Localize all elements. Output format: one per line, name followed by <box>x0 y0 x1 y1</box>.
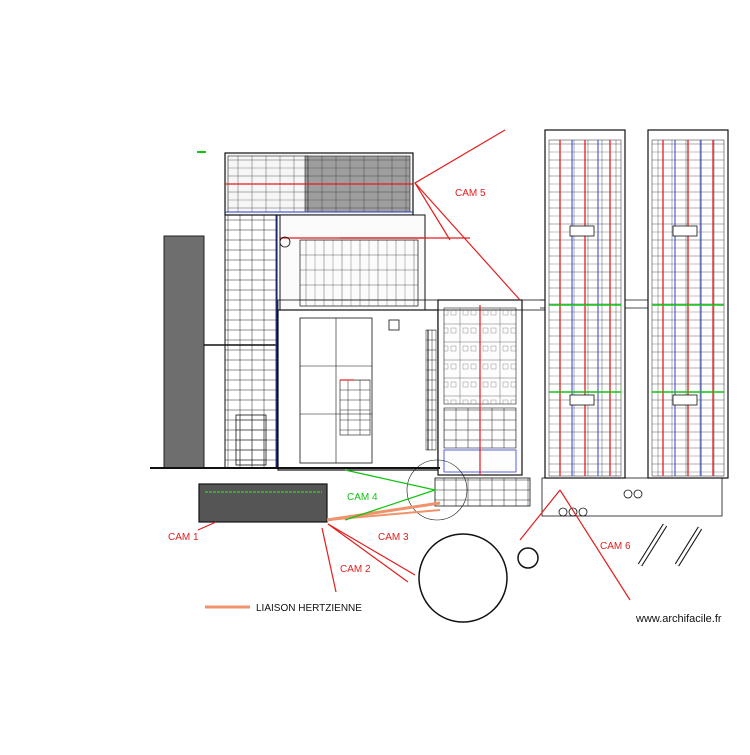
building-left-bays <box>204 214 280 469</box>
camera-lines <box>197 129 631 601</box>
cam2-line <box>321 527 337 593</box>
equipment-circles <box>558 489 643 517</box>
silo-pipes <box>637 523 703 567</box>
cam2-label: CAM 2 <box>340 564 371 575</box>
annex-building <box>198 483 328 523</box>
small-tank <box>517 547 539 569</box>
connecting-bands <box>150 299 723 517</box>
warehouse-tower-left <box>544 129 626 479</box>
cam6-line-b <box>519 489 561 541</box>
cam4-line <box>344 469 438 521</box>
cam6-label: CAM 6 <box>600 541 631 552</box>
thin-circle <box>406 459 468 521</box>
cam5-label: CAM 5 <box>455 188 486 199</box>
building-lower-hall <box>277 309 439 471</box>
cam3-label: CAM 3 <box>378 532 409 543</box>
warehouse-tower-right <box>647 129 729 479</box>
hertzian-links <box>205 501 441 609</box>
cam5-line-b <box>414 182 521 301</box>
building-top-block <box>197 151 414 216</box>
large-tank <box>418 533 508 623</box>
cam6-line <box>559 489 631 601</box>
building-technical-block <box>425 299 523 476</box>
cam3-line <box>327 523 416 576</box>
cam3-line-b <box>327 523 409 583</box>
building-rack-area <box>279 214 470 311</box>
storage-block <box>163 235 205 469</box>
cam4-label: CAM 4 <box>347 492 378 503</box>
cam5-line <box>414 129 506 241</box>
watermark: www.archifacile.fr <box>635 613 722 625</box>
camera-labels: CAM 1 CAM 2 CAM 3 CAM 4 CAM 5 CAM 6 <box>168 188 631 575</box>
cam1-line <box>197 521 217 531</box>
legend-label: LIAISON HERTZIENNE <box>256 603 362 614</box>
cam1-label: CAM 1 <box>168 532 199 543</box>
